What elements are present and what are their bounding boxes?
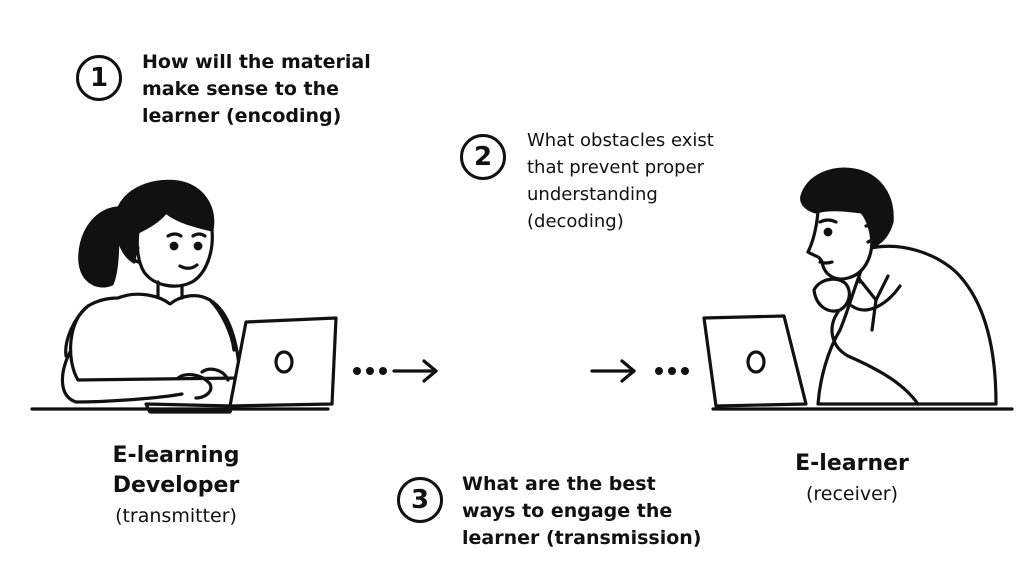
transmitter-label: E-learning Developer (transmitter) bbox=[86, 441, 266, 531]
receiver-name: E-learner bbox=[795, 451, 909, 476]
receiver-role: (receiver) bbox=[805, 483, 899, 505]
woman-at-laptop-icon bbox=[60, 179, 338, 414]
step-3-line-1: What are the best bbox=[462, 473, 656, 495]
receiver-label: E-learner (receiver) bbox=[772, 449, 932, 509]
step-1-text: How will the material make sense to the … bbox=[142, 49, 371, 130]
step-2-line-3: understanding bbox=[527, 184, 658, 205]
step-3-text: What are the best ways to engage the lea… bbox=[462, 471, 702, 552]
step-3-line-3: learner (transmission) bbox=[462, 527, 702, 549]
step-2-line-4: (decoding) bbox=[527, 211, 624, 232]
step-1-line-1: How will the material bbox=[142, 51, 371, 73]
step-1-number-badge: 1 bbox=[76, 55, 122, 101]
man-at-laptop-icon bbox=[702, 167, 998, 408]
step-1-line-3: learner (encoding) bbox=[142, 105, 342, 127]
step-3-number-badge: 3 bbox=[397, 477, 443, 523]
step-2-line-2: that prevent proper bbox=[527, 157, 705, 178]
left-arrow-icon bbox=[353, 359, 438, 383]
step-2-text: What obstacles exist that prevent proper… bbox=[527, 127, 714, 235]
step-2-number-badge: 2 bbox=[460, 134, 506, 180]
transmitter-name-line-2: Developer bbox=[112, 473, 240, 498]
step-3-line-2: ways to engage the bbox=[462, 500, 673, 522]
transmitter-name-line-1: E-learning bbox=[112, 443, 240, 468]
step-1-line-2: make sense to the bbox=[142, 78, 340, 100]
transmitter-role: (transmitter) bbox=[115, 505, 237, 527]
right-arrow-icon bbox=[590, 359, 689, 383]
step-2-line-1: What obstacles exist bbox=[527, 130, 714, 151]
